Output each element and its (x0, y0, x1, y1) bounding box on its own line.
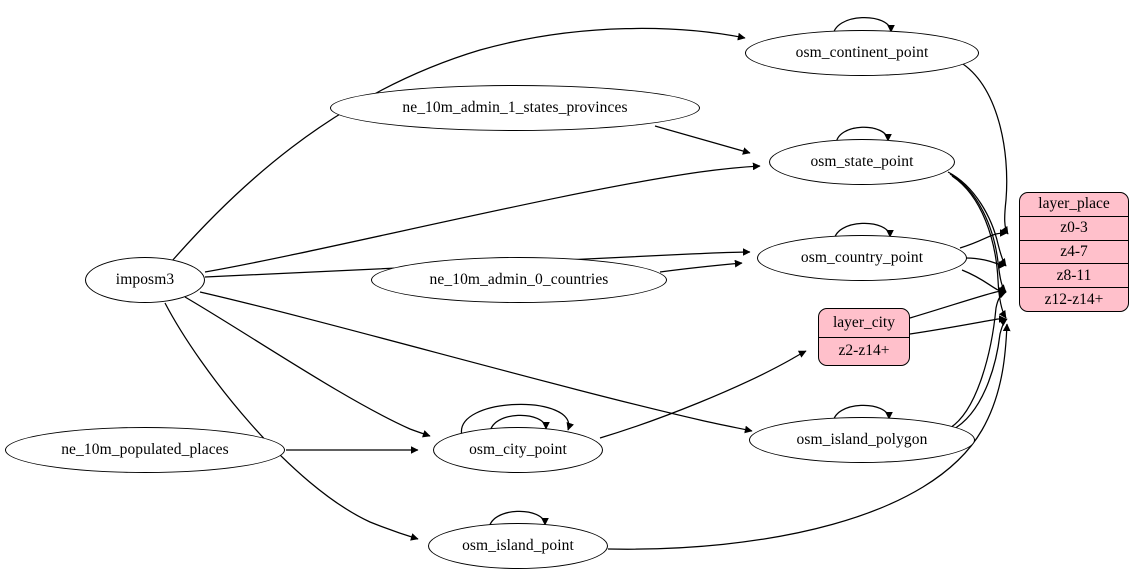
edge-layer-city-layer-place-z8-11 (909, 287, 1007, 319)
layer-place-row-z12-z14plus[interactable]: z12-z14+ (1044, 290, 1104, 308)
layer-place-row-z0-3[interactable]: z0-3 (1020, 217, 1128, 241)
edge-osm-city-point-layer-city-z2-z14 (599, 350, 807, 439)
edge-osm-continent-point-layer-place-z0-3 (959, 61, 1009, 235)
node-osm-state-point[interactable]: osm_state_point (769, 139, 955, 185)
node-ne-10m-populated-places[interactable]: ne_10m_populated_places (5, 427, 285, 473)
edge-osm-island-polygon-layer-place-z8-11 (949, 291, 1007, 429)
layer-place-row-z4-7[interactable]: z4-7 (1020, 241, 1128, 265)
node-osm-country-point[interactable]: osm_country_point (757, 235, 967, 281)
node-label: osm_city_point (469, 441, 567, 458)
edge-ne-countries-osm-country-point (659, 259, 743, 273)
layer-place-row-z8-11[interactable]: z8-11 (1020, 264, 1128, 289)
node-osm-continent-point[interactable]: osm_continent_point (745, 30, 979, 76)
edge-imposm3-osm-island-point (164, 302, 419, 541)
node-ne-10m-admin-1-states-provinces[interactable]: ne_10m_admin_1_states_provinces (330, 85, 700, 131)
edge-self-osm-city-point-outer (461, 403, 574, 437)
node-label: osm_island_point (462, 537, 574, 554)
node-layer-place[interactable]: layer_place z0-3 z4-7 z8-11 z12-z14+ (1019, 192, 1129, 312)
edge-imposm3-osm-state-point (204, 162, 761, 273)
node-imposm3[interactable]: imposm3 (85, 257, 205, 303)
node-label: ne_10m_admin_0_countries (429, 271, 609, 288)
edge-imposm3-osm-city-point (184, 296, 431, 438)
node-layer-city[interactable]: layer_city z2-z14+ (818, 308, 910, 366)
edge-imposm3-osm-continent-point (171, 27, 746, 262)
node-label: osm_island_polygon (796, 431, 928, 448)
edge-osm-island-point-layer-place-z12-z14 (607, 323, 1011, 550)
node-label: ne_10m_admin_1_states_provinces (402, 99, 628, 116)
edge-layer-city-layer-place-z12-z14 (909, 315, 1007, 335)
layer-city-row-z2-z14plus[interactable]: z2-z14+ (838, 342, 890, 360)
node-label: osm_continent_point (795, 44, 929, 61)
edge-osm-country-point-layer-place-z4-7 (965, 257, 1007, 269)
edge-osm-state-point-layer-place-z8-11 (949, 173, 1007, 293)
edge-osm-island-polygon-layer-place-z12-z14 (951, 318, 1008, 431)
node-osm-island-polygon[interactable]: osm_island_polygon (749, 417, 975, 463)
edge-osm-country-point-layer-place-z0-3 (959, 229, 1008, 249)
node-label: osm_country_point (800, 249, 924, 266)
node-osm-island-point[interactable]: osm_island_point (428, 523, 608, 569)
node-label: imposm3 (115, 271, 175, 288)
node-label: ne_10m_populated_places (61, 441, 229, 458)
node-ne-10m-admin-0-countries[interactable]: ne_10m_admin_0_countries (371, 257, 667, 303)
edge-ne-states-osm-state-point (654, 125, 751, 155)
edge-osm-state-point-layer-place-z12-z14 (951, 175, 1007, 319)
edge-imposm3-osm-island-polygon (199, 291, 753, 434)
node-osm-city-point[interactable]: osm_city_point (433, 427, 603, 473)
layer-place-title: layer_place (1020, 193, 1128, 217)
layer-city-title: layer_city (819, 309, 909, 338)
node-label: osm_state_point (810, 153, 914, 170)
